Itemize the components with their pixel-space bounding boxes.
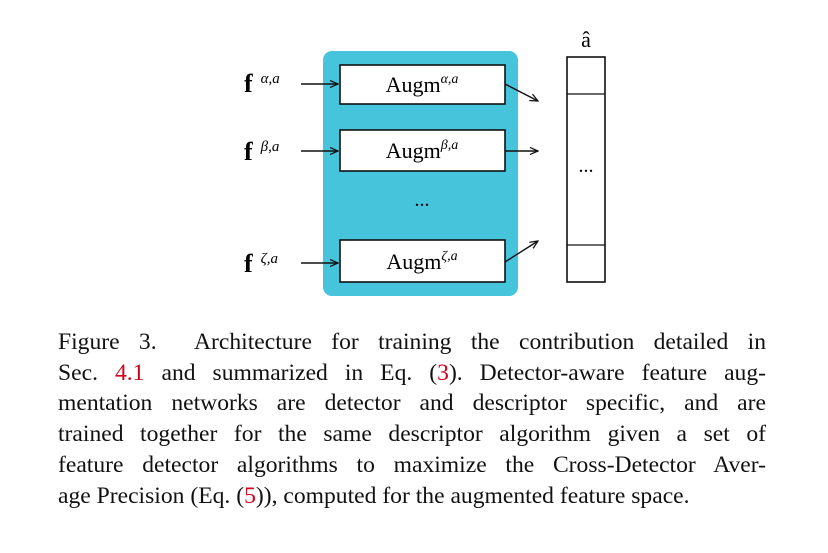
caption-text-4: ). Detector-aware feature aug-: [448, 359, 766, 386]
augm-label-beta: Augmβ,a: [386, 138, 458, 163]
caption-line-6: age Precision (Eq. (5)), computed for th…: [58, 481, 766, 512]
caption-text-3: and summarized in Eq. (: [161, 359, 438, 386]
section-ref-link[interactable]: 4.1: [114, 359, 145, 386]
caption-line-5: feature detector algorithms to maximize …: [58, 451, 766, 478]
equation-3-ref-link[interactable]: 3: [437, 359, 449, 386]
figure-caption: Figure 3. Architecture for training the …: [58, 327, 766, 511]
caption-line-4: trained together for the same descriptor…: [58, 421, 766, 448]
caption-line-2: Sec. 4.1 and summarized in Eq. (3). Dete…: [58, 358, 766, 389]
output-vector-ellipsis: ...: [579, 155, 594, 177]
augm-label-alpha: Augmα,a: [386, 72, 459, 97]
modules-ellipsis: ...: [415, 189, 430, 211]
output-arrow-alpha: [504, 83, 538, 101]
caption-text-1: Architecture for training the contributi…: [194, 329, 766, 355]
output-label: â: [581, 27, 591, 52]
augm-label-zeta: Augmζ,a: [386, 249, 457, 274]
caption-text-6a: age Precision (Eq. (: [58, 482, 245, 509]
augm-box-alpha: [339, 64, 506, 105]
caption-text-6b: )), computed for the augmented feature s…: [255, 482, 690, 509]
equation-5-ref-link[interactable]: 5: [244, 482, 256, 509]
output-arrow-zeta: [504, 241, 538, 263]
caption-label: Figure 3.: [58, 329, 157, 355]
caption-line-3: mentation networks are detector and desc…: [58, 390, 766, 417]
augm-box-zeta: [339, 239, 506, 283]
caption-text-2: Sec.: [58, 359, 98, 386]
caption-line-1: Figure 3. Architecture for training the …: [58, 327, 766, 358]
augmentation-panel: [323, 51, 518, 296]
